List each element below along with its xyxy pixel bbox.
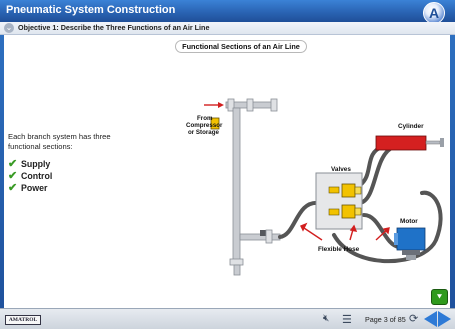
section-title: Functional Sections of an Air Line [175,40,307,53]
checkmark-icon: ✔ [8,181,18,194]
amatrol-logo: AMATROL [5,315,41,325]
valve-manifold [315,172,363,230]
page-title: Pneumatic System Construction [6,4,176,16]
regulator-icon [210,117,220,130]
objective-bar[interactable]: ⌄ Objective 1: Describe the Three Functi… [0,22,455,35]
previous-page-button[interactable] [424,311,437,327]
valves-label: Valves [331,166,351,173]
flexible-hose-label: Flexible Hose [318,246,360,253]
checklist-item-power: ✔ Power [8,182,52,194]
cylinder [375,135,444,151]
checklist-label: Power [21,183,48,193]
page-counter: Page 3 of 85 [365,315,406,324]
checklist-label: Control [21,171,53,181]
checklist-item-supply: ✔ Supply [8,158,52,170]
menu-icon[interactable]: ☰ [342,314,352,326]
next-page-button[interactable] [438,311,451,327]
objective-text: Objective 1: Describe the Three Function… [18,23,210,32]
checklist: ✔ Supply ✔ Control ✔ Power [8,158,52,194]
chevron-down-icon[interactable]: ⌄ [4,23,14,33]
checklist-item-control: ✔ Control [8,170,52,182]
from-label: From Compressor or Storage [186,115,224,136]
cylinder-label: Cylinder [398,123,424,130]
reload-icon[interactable]: ⟳ [409,313,419,325]
flexible-hose [278,145,443,264]
checkmark-icon: ✔ [8,169,18,182]
content-panel: Functional Sections of an Air Line Each … [4,35,450,308]
motor [394,227,426,260]
checkmark-icon: ✔ [8,157,18,170]
supply-pipe [225,98,281,276]
amatrol-logo-icon: A [423,2,445,24]
supply-arrow [204,102,224,108]
checklist-label: Supply [21,159,51,169]
mute-icon[interactable]: 🔇︎ [323,313,330,324]
hose-callout-arrows [300,222,390,241]
intro-text: Each branch system has three functional … [8,132,111,151]
title-bar: Pneumatic System Construction A [0,0,455,24]
motor-label: Motor [400,218,418,225]
air-line-diagram: From Compressor or Storage [186,98,444,276]
footer-bar: AMATROL 🔇︎ ☰ Page 3 of 85 ⟳ [0,308,455,329]
activity-button[interactable]: ⯆ [431,289,448,305]
